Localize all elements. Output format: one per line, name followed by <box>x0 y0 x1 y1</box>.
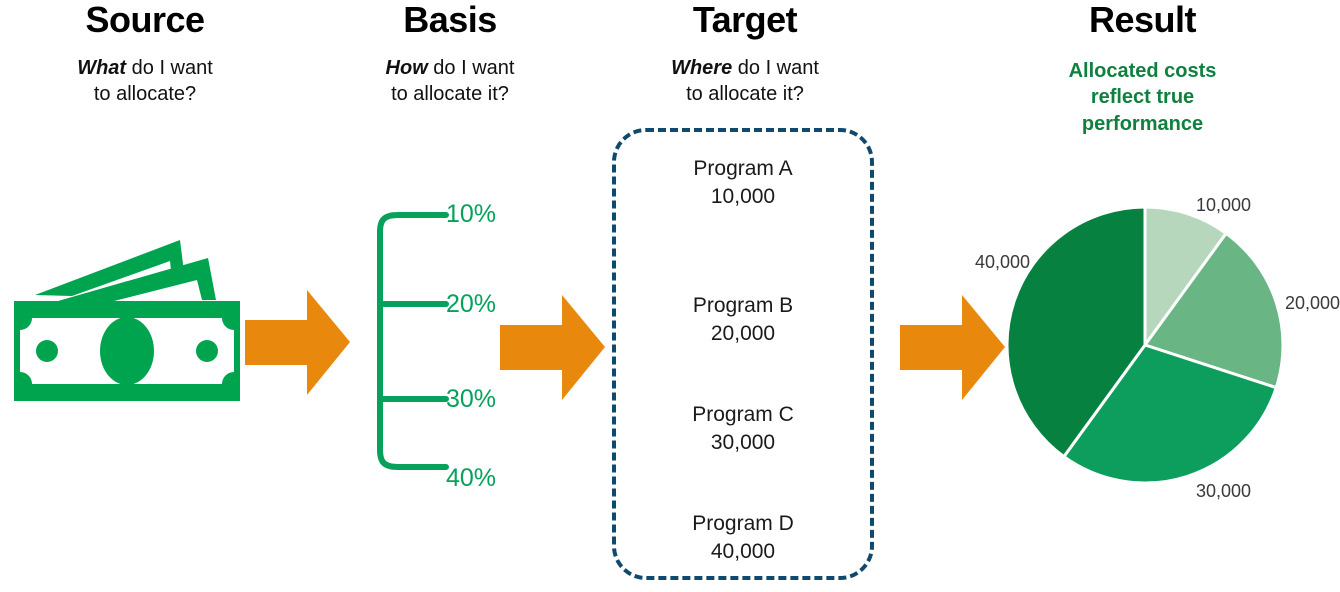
target-program-b: Program B 20,000 <box>612 292 874 347</box>
result-line-2: reflect true <box>1090 86 1195 109</box>
question-keyword-basis: How <box>385 57 428 79</box>
question-keyword-source: What <box>77 57 127 79</box>
target-program-d: Program D 40,000 <box>612 510 874 565</box>
question-rest-basis: do I want <box>427 57 515 79</box>
column-title-source: Source <box>85 0 205 40</box>
column-result-text: Allocated costs reflect true performance <box>1010 58 1275 137</box>
money-stack-icon <box>10 228 250 408</box>
program-b-name: Program B <box>692 294 794 317</box>
program-c-name: Program C <box>692 403 794 426</box>
program-d-name: Program D <box>692 512 794 535</box>
result-line-3: performance <box>1081 112 1204 135</box>
program-c-amount: 30,000 <box>710 430 776 454</box>
basis-percent-10: 10% <box>446 200 497 228</box>
pie-label-40000: 40,000 <box>975 252 1031 272</box>
column-question-source: What do I want to allocate? <box>0 56 290 107</box>
curly-bracket-icon <box>358 196 453 486</box>
arrow-basis-to-target <box>500 295 605 400</box>
question-keyword-target: Where <box>671 57 733 79</box>
pie-slice-40000 <box>1005 205 1147 459</box>
target-programs-box <box>612 128 874 580</box>
pie-slice-20000 <box>1142 231 1285 390</box>
question-rest-target: do I want <box>732 57 819 79</box>
result-line-1: Allocated costs <box>1068 60 1217 82</box>
program-a-name: Program A <box>693 157 793 180</box>
column-question-basis: How do I want to allocate it? <box>320 56 580 107</box>
program-a-amount: 10,000 <box>710 184 776 208</box>
arrow-source-to-basis <box>245 290 350 395</box>
pie-label-30000: 30,000 <box>1196 481 1252 501</box>
arrow-target-to-result <box>900 295 1005 400</box>
target-program-a: Program A 10,000 <box>612 155 874 210</box>
basis-percent-20: 20% <box>446 290 497 318</box>
pie-slice-10000 <box>1143 205 1229 350</box>
pie-label-20000: 20,000 <box>1285 293 1340 313</box>
column-question-target: Where do I want to allocate it? <box>615 56 875 107</box>
allocation-pie-chart <box>1005 205 1285 485</box>
program-b-amount: 20,000 <box>710 321 776 345</box>
question-line2-basis: to allocate it? <box>391 82 509 105</box>
question-line2-target: to allocate it? <box>686 82 804 105</box>
pie-label-10000: 10,000 <box>1196 195 1252 215</box>
column-title-basis: Basis <box>403 0 497 40</box>
pie-slice-30000 <box>1061 343 1279 485</box>
basis-percent-30: 30% <box>446 385 497 413</box>
basis-percent-40: 40% <box>446 464 497 492</box>
column-title-result: Result <box>1088 0 1197 40</box>
target-program-c: Program C 30,000 <box>612 401 874 456</box>
column-title-target: Target <box>692 0 798 40</box>
question-line2-source: to allocate? <box>93 82 197 105</box>
program-d-amount: 40,000 <box>710 539 776 563</box>
question-rest-source: do I want <box>126 57 213 79</box>
